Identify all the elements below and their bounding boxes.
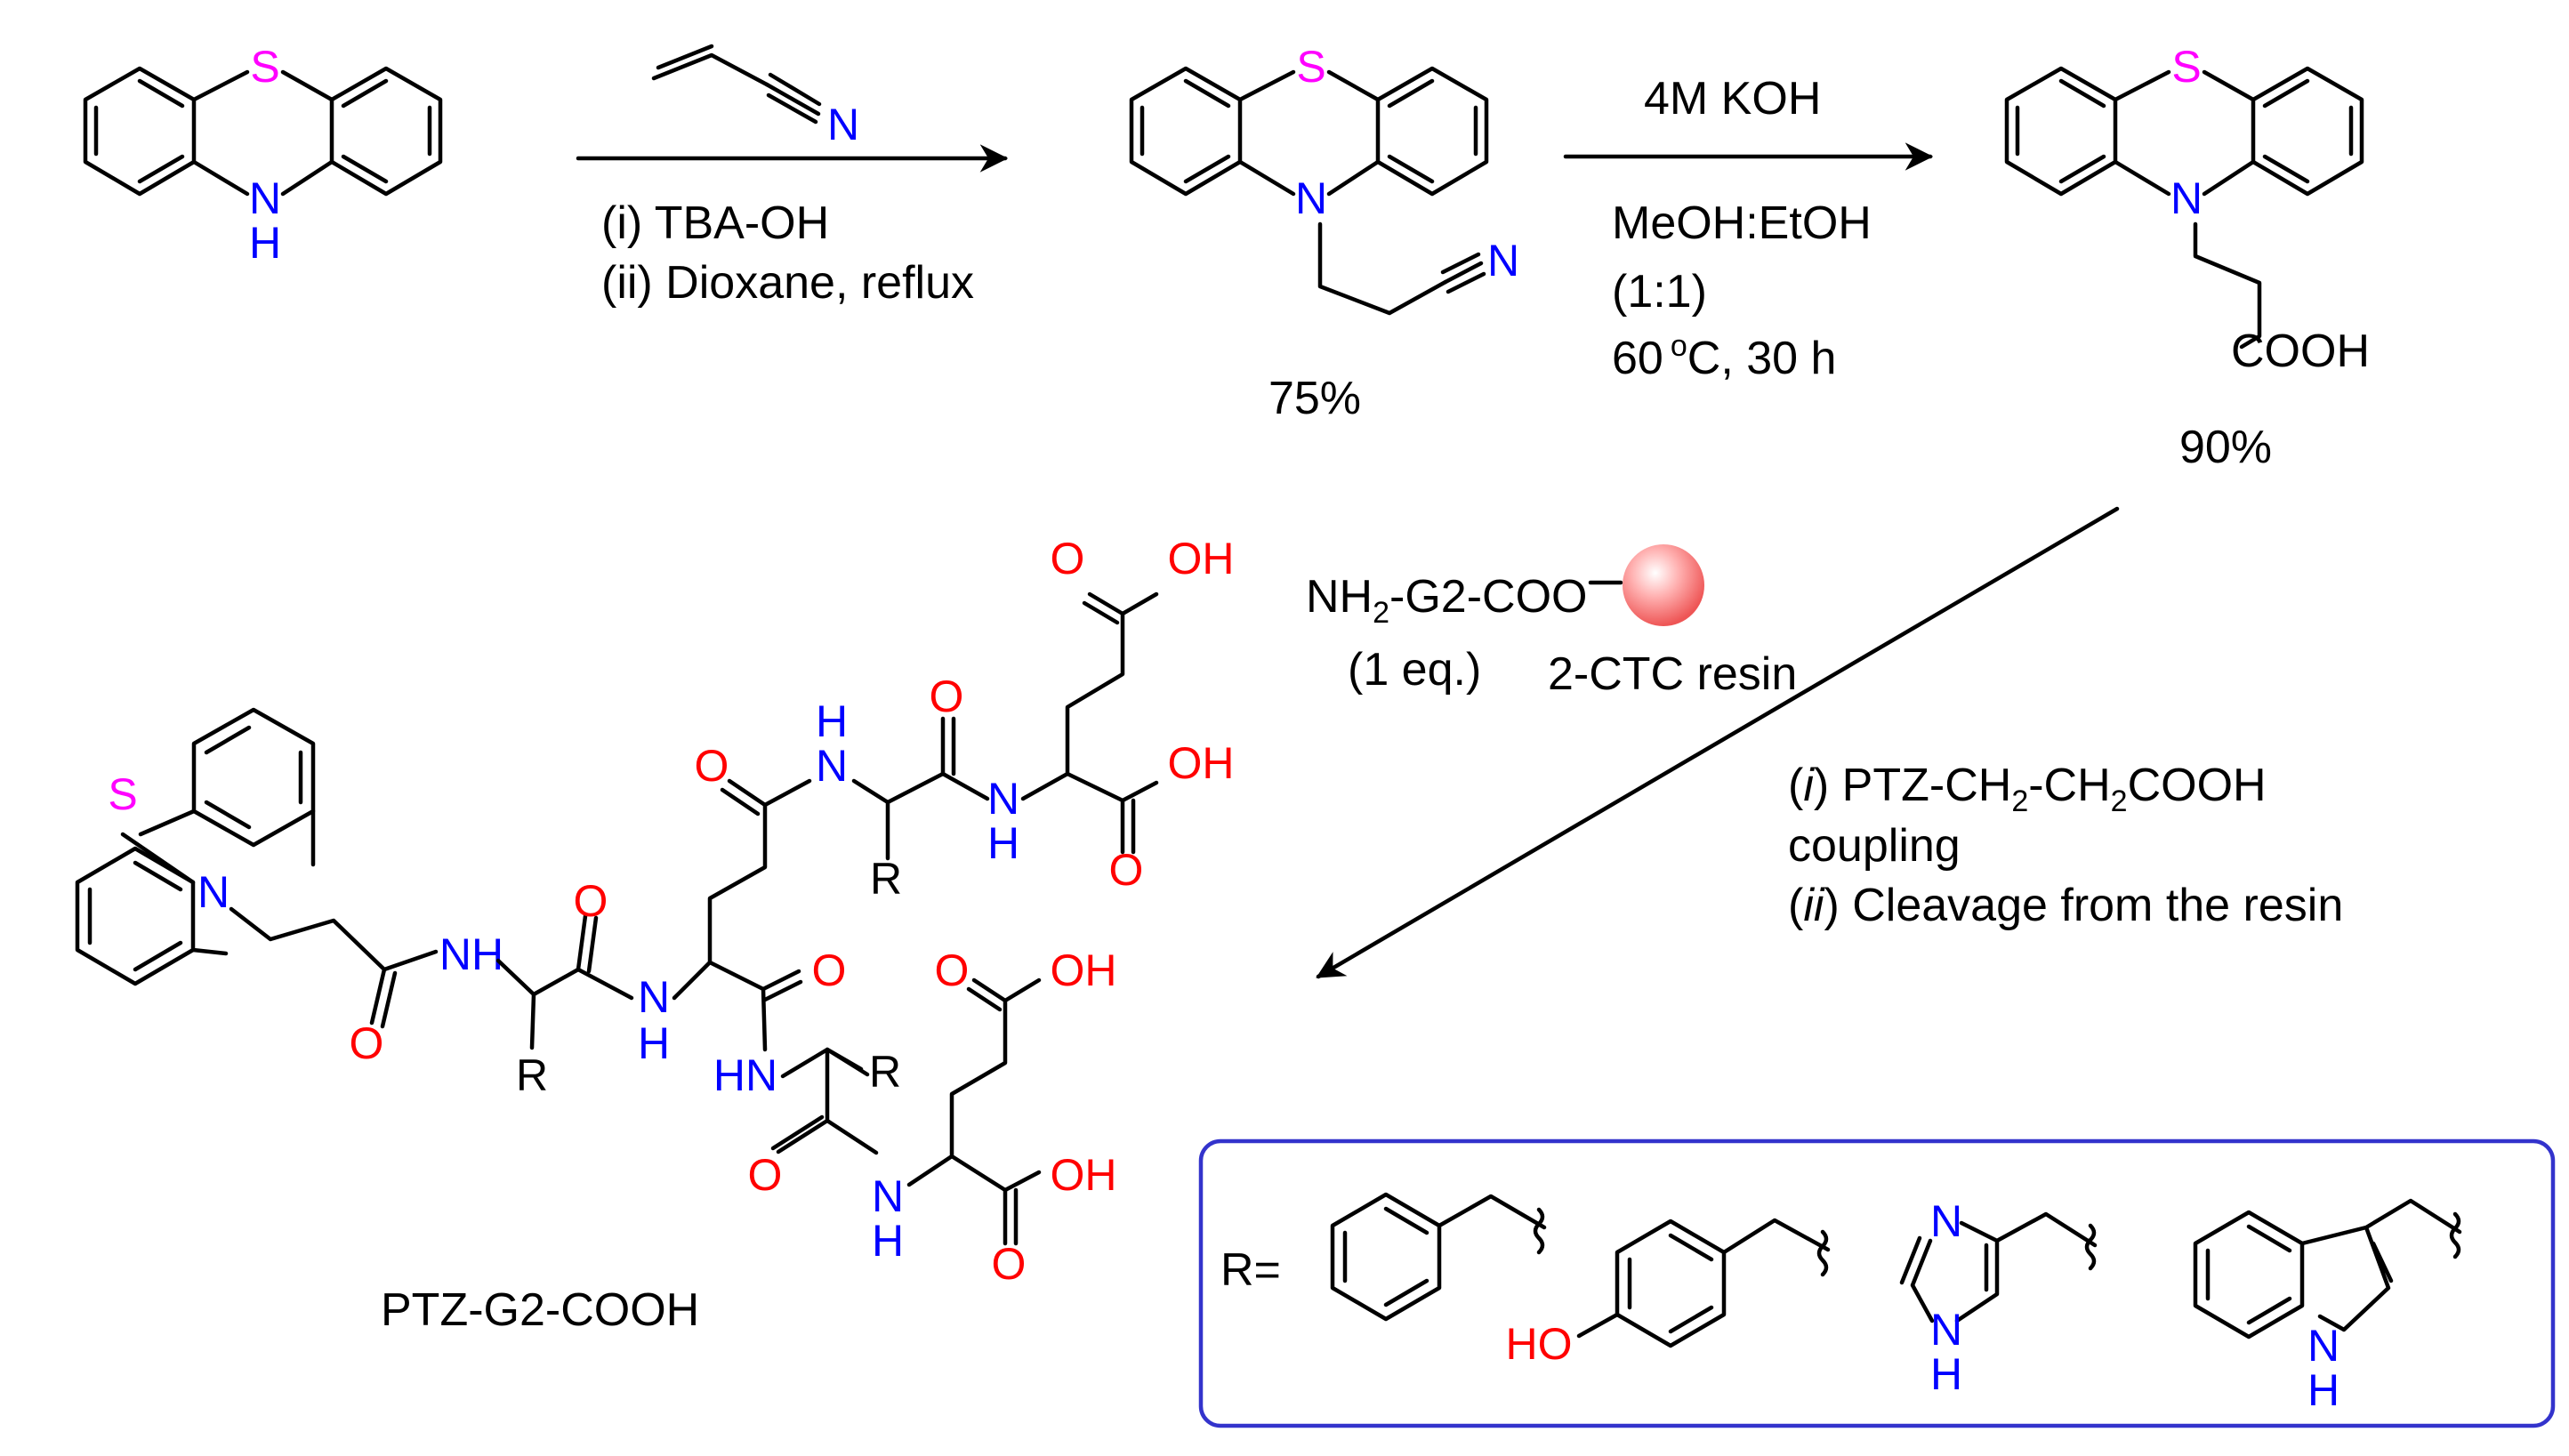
nitrile-nitrogen: N xyxy=(1487,236,1519,286)
step3-line-2: coupling xyxy=(1788,820,1961,872)
yield-nitrile: 75% xyxy=(1268,373,1361,424)
nitrile-nitrogen: N xyxy=(827,100,859,149)
indole-nitrogen: N xyxy=(2307,1321,2339,1371)
ptz-nitrogen: N xyxy=(197,867,230,917)
step3-line-1: (i) PTZ-CH2-CH2COOH xyxy=(1788,760,2267,818)
amide-nitrogen: N xyxy=(872,1171,904,1221)
r-group-label: R xyxy=(516,1050,548,1100)
amide-nh: N xyxy=(638,972,670,1022)
imidazole-nitrogen: N xyxy=(1930,1196,1962,1246)
amide-h: H xyxy=(638,1018,670,1068)
reaction-arrow-3: NH2-G2-COO (1 eq.) 2-CTC resin (i) PTZ-C… xyxy=(1306,506,2343,979)
oxygen-atom: O xyxy=(992,1239,1027,1289)
hydrogen-atom: H xyxy=(249,218,281,268)
amide-h: H xyxy=(872,1216,904,1266)
step2-reagent-1: 4M KOH xyxy=(1644,73,1821,125)
product-ptz-g2-cooh: S N O NH R O N H O HN O H N R O N H O OH… xyxy=(75,534,1235,1336)
resin-bead-icon xyxy=(1623,544,1704,626)
step3-line-3: (ii) Cleavage from the resin xyxy=(1788,880,2343,931)
product-name: PTZ-G2-COOH xyxy=(381,1284,699,1336)
imidazole-hydrogen: H xyxy=(1930,1349,1962,1399)
hydroxyl-group: HO xyxy=(1506,1319,1573,1369)
oxygen-atom: O xyxy=(574,876,608,926)
amide-h: H xyxy=(987,818,1019,868)
resin-name: 2-CTC resin xyxy=(1548,648,1797,700)
carboxyl-group: COOH xyxy=(2231,326,2370,377)
oxygen-atom: O xyxy=(1051,534,1085,583)
nitrogen-atom: N xyxy=(2170,173,2203,223)
amide-h: H xyxy=(816,696,848,746)
hydroxyl-group: OH xyxy=(1051,1150,1117,1200)
r-group-legend-box: R= HO N N H N H xyxy=(1198,1138,2556,1428)
sulfur-atom: S xyxy=(108,769,137,819)
step1-reagent-1: (i) TBA-OH xyxy=(601,197,829,249)
r-group-legend-label: R= xyxy=(1220,1244,1281,1296)
phenothiazine-propanoic-acid-molecule: S N COOH 90% xyxy=(2004,42,2370,473)
cyanoethyl-phenothiazine-molecule: S N N 75% xyxy=(1129,42,1519,424)
amine-resin-reagent: NH2-G2-COO xyxy=(1306,571,1587,630)
oxygen-atom: O xyxy=(350,1018,384,1068)
oxygen-atom: O xyxy=(935,945,970,995)
yield-acid: 90% xyxy=(2179,422,2272,473)
hydroxyl-group: OH xyxy=(1168,534,1235,583)
amide-nitrogen: N xyxy=(987,774,1019,824)
imidazole-nitrogen: N xyxy=(1930,1305,1962,1355)
phenothiazine-molecule: S N H xyxy=(83,42,443,268)
hydroxyl-group: OH xyxy=(1051,945,1117,995)
amide-nh: NH xyxy=(439,929,503,979)
benzyl-substituent xyxy=(1330,1192,1547,1322)
indolylmethyl-substituent: N H xyxy=(2193,1198,2462,1415)
indole-hydrogen: H xyxy=(2307,1365,2339,1415)
sulfur-atom: S xyxy=(2171,42,2201,92)
hydroxybenzyl-substituent: HO xyxy=(1506,1218,1831,1369)
oxygen-atom: O xyxy=(930,672,964,721)
nitrogen-atom: N xyxy=(249,173,281,223)
r-group-label: R xyxy=(870,854,902,904)
amide-nitrogen: N xyxy=(816,741,848,791)
sulfur-atom: S xyxy=(1296,42,1325,92)
oxygen-atom: O xyxy=(748,1150,783,1200)
step3-equivalents: (1 eq.) xyxy=(1348,644,1481,696)
oxygen-atom: O xyxy=(695,741,729,791)
r-group-label: R xyxy=(869,1047,901,1097)
step2-reagent-3: (1:1) xyxy=(1612,266,1707,318)
sulfur-atom: S xyxy=(250,42,279,92)
step1-reagent-2: (ii) Dioxane, reflux xyxy=(601,257,974,309)
oxygen-atom: O xyxy=(812,945,847,995)
amide-hn: HN xyxy=(713,1050,777,1100)
hydroxyl-group: OH xyxy=(1168,738,1235,788)
step2-reagent-2: MeOH:EtOH xyxy=(1612,197,1872,249)
oxygen-atom: O xyxy=(1109,845,1144,895)
reaction-arrow-1: N (i) TBA-OH (ii) Dioxane, reflux xyxy=(576,44,1009,309)
nitrogen-atom: N xyxy=(1295,173,1327,223)
imidazolylmethyl-substituent: N N H xyxy=(1899,1196,2098,1399)
